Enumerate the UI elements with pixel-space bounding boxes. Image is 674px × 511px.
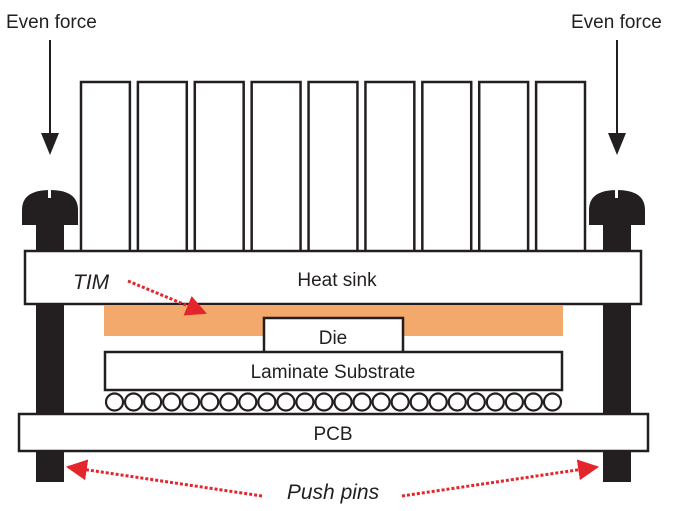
pcb: PCB: [17, 412, 650, 453]
tim-pointer-arrow-icon: [127, 279, 207, 316]
solder-ball: [352, 392, 372, 412]
solder-ball: [504, 392, 525, 412]
pcb-label: PCB: [313, 424, 352, 445]
solder-ball: [162, 392, 182, 412]
laminate-substrate: Laminate Substrate: [103, 350, 564, 392]
solder-ball: [257, 392, 277, 412]
heat-sink-fin: [79, 80, 132, 254]
heat-sink-fin: [534, 80, 587, 254]
solder-ball: [523, 392, 544, 412]
heat-sink-fin: [364, 80, 416, 254]
heat-sink-fin: [421, 80, 473, 254]
heat-sink-fin: [136, 80, 189, 254]
solder-ball: [276, 392, 296, 412]
heat-sink-base: Heat sink: [23, 249, 643, 306]
solder-ball: [485, 392, 505, 412]
solder-ball: [200, 392, 220, 412]
heat-sink-fins: [79, 80, 587, 254]
solder-balls: [104, 392, 563, 412]
heat-sink-fin: [193, 80, 245, 254]
solder-ball: [542, 392, 563, 412]
solder-ball: [181, 392, 201, 412]
solder-ball: [295, 392, 315, 412]
force-label-left: Even force: [6, 12, 97, 33]
push-pins-label: Push pins: [287, 481, 380, 504]
force-arrow-left-icon: [41, 40, 59, 155]
solder-ball: [428, 392, 448, 412]
solder-ball: [219, 392, 239, 412]
solder-ball: [409, 392, 429, 412]
solder-ball: [371, 392, 391, 412]
solder-ball: [142, 392, 163, 412]
solder-ball: [314, 392, 334, 412]
solder-ball: [123, 392, 144, 412]
die-label: Die: [319, 328, 348, 349]
substrate-label: Laminate Substrate: [251, 362, 416, 383]
heat-sink-label: Heat sink: [297, 270, 377, 291]
push-pin-pointer-right-icon: [401, 459, 600, 498]
force-label-right: Even force: [571, 12, 662, 33]
heat-sink-fin: [250, 80, 302, 254]
solder-ball: [333, 392, 353, 412]
heat-sink-fin: [477, 80, 530, 254]
force-arrow-right-icon: [608, 40, 626, 155]
tim-label: TIM: [73, 271, 110, 294]
solder-ball: [104, 392, 125, 412]
die: Die: [262, 316, 405, 355]
solder-ball: [466, 392, 486, 412]
heat-sink-fin: [307, 80, 359, 254]
solder-ball: [238, 392, 258, 412]
solder-ball: [447, 392, 467, 412]
solder-ball: [390, 392, 410, 412]
push-pin-pointer-left-icon: [65, 459, 263, 498]
